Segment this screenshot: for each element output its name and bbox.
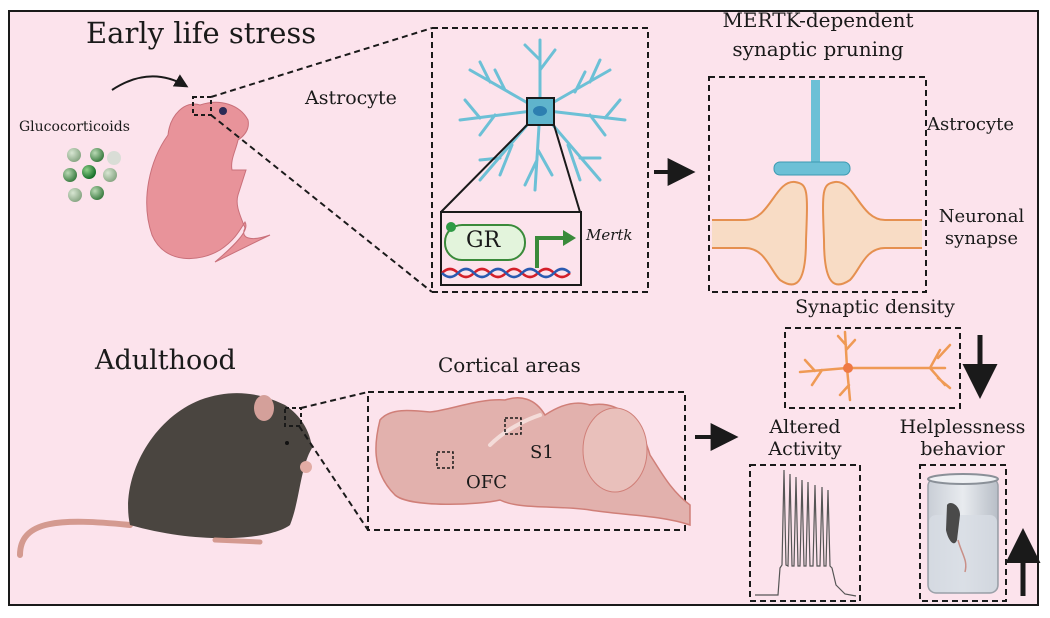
mertk-gene-label: Mertk bbox=[586, 226, 633, 244]
s1-label: S1 bbox=[530, 442, 554, 463]
pruning-title-line1: MERTK-dependent bbox=[722, 8, 914, 32]
ofc-label: OFC bbox=[466, 472, 508, 493]
cortical-areas-title: Cortical areas bbox=[438, 353, 581, 377]
gr-label: GR bbox=[466, 228, 501, 253]
neuron-icon bbox=[798, 330, 952, 402]
pruning-title-line2: synaptic pruning bbox=[732, 37, 904, 61]
curved-arrow-icon bbox=[111, 74, 189, 91]
mouse-brain-zoom-box bbox=[284, 407, 302, 427]
brain-sagittal-icon bbox=[375, 397, 691, 527]
astrocyte-process-icon bbox=[773, 80, 851, 176]
glucocorticoid-molecules-icon bbox=[63, 148, 121, 202]
helplessness-title-line1: Helplessness bbox=[899, 416, 1026, 438]
astrocyte-label: Astrocyte bbox=[305, 87, 397, 109]
activity-title-line1: Altered bbox=[769, 416, 841, 438]
s1-region-box bbox=[504, 417, 522, 435]
synaptic-density-panel bbox=[784, 327, 961, 409]
adulthood-title: Adulthood bbox=[95, 345, 236, 376]
action-potential-trace bbox=[755, 469, 857, 597]
cortical-areas-panel bbox=[367, 391, 686, 531]
helplessness-title-line2: behavior bbox=[920, 438, 1005, 460]
adult-mouse-icon bbox=[17, 393, 312, 558]
glucocorticoids-label: Glucocorticoids bbox=[19, 119, 130, 135]
forced-swim-cylinder-icon bbox=[927, 473, 999, 594]
mouse-pup-icon bbox=[146, 101, 271, 263]
pup-brain-zoom-box bbox=[192, 96, 212, 116]
gr-receptor-icon bbox=[444, 224, 526, 261]
early-life-stress-title: Early life stress bbox=[86, 16, 317, 50]
synaptic-pruning-panel bbox=[708, 76, 927, 293]
ofc-region-box bbox=[436, 451, 454, 469]
altered-activity-panel bbox=[749, 464, 861, 602]
synapse-label-line2: synapse bbox=[944, 228, 1019, 249]
activity-title-line2: Activity bbox=[768, 438, 842, 460]
astrocyte-icon bbox=[458, 38, 627, 192]
pruning-astrocyte-label: Astrocyte bbox=[927, 114, 1015, 135]
synapse-label-line1: Neuronal bbox=[938, 206, 1025, 227]
transcription-arrow-icon bbox=[535, 236, 565, 268]
synaptic-density-title: Synaptic density bbox=[795, 296, 955, 318]
neuronal-synapse-icon bbox=[712, 180, 922, 286]
